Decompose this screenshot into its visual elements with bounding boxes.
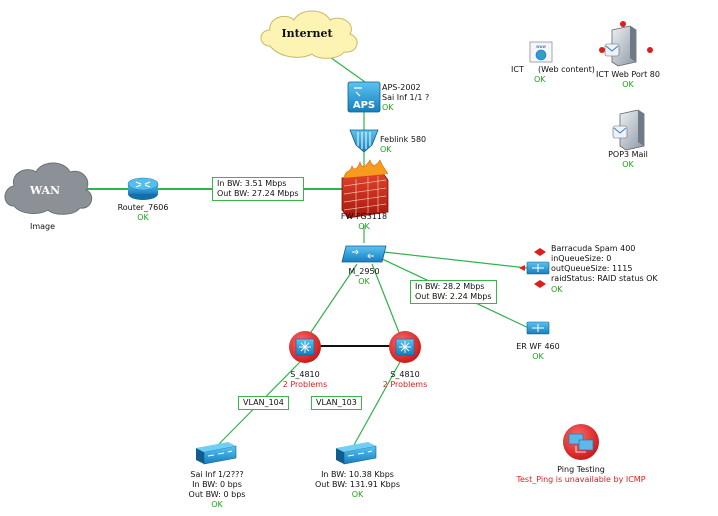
ict-web-icon[interactable]: www	[529, 41, 553, 63]
feblink-name: Feblink 580	[380, 135, 427, 144]
wan-label: WAN	[29, 184, 60, 197]
link-router-fw-in: In BW: 3.51 Mbps	[217, 179, 287, 188]
router-icon[interactable]	[127, 177, 159, 200]
switch-m-status: OK	[358, 277, 370, 286]
firewall-name: FW FG3118	[340, 212, 388, 221]
erwf-name: ER WF 460	[516, 342, 560, 351]
edge-switch-right-icon[interactable]	[336, 442, 377, 465]
router-name: Router_7606	[117, 203, 169, 212]
edge-left-iface: Sai Inf 1/2???	[190, 470, 244, 479]
switch-m-node-label: M_2950 OK	[334, 267, 394, 287]
erwf-device-icon[interactable]	[526, 321, 550, 335]
link-router-fw-out: Out BW: 27.24 Mbps	[217, 189, 299, 198]
internet-label: Internet	[281, 27, 333, 40]
aps-badge: APS	[353, 100, 375, 111]
vlan-right-label[interactable]: VLAN_103	[311, 396, 362, 410]
edge-right-status: OK	[351, 490, 364, 499]
ict-name: ICT	[511, 65, 524, 74]
edge-left-node-label: Sai Inf 1/2??? In BW: 0 bps Out BW: 0 bp…	[172, 470, 262, 510]
svg-text:www: www	[536, 44, 547, 49]
pop3-name: POP3 Mail	[608, 150, 648, 159]
router-status: OK	[137, 213, 149, 222]
wan-cloud-icon[interactable]	[4, 162, 93, 215]
edge-switch-left-icon[interactable]	[196, 442, 237, 465]
link-m-barracuda	[383, 251, 528, 269]
aps-status: OK	[382, 103, 394, 112]
s4810-right-name: S_4810	[390, 370, 420, 379]
edge-left-status: OK	[211, 500, 223, 509]
s4810-right-node-label: S_4810 2 Problems	[370, 370, 440, 390]
link-m-erwf-out: Out BW: 2.24 Mbps	[415, 292, 492, 301]
link-s4810r-edger	[353, 361, 401, 446]
aps-device-icon[interactable]	[347, 81, 381, 113]
erwf-status: OK	[532, 352, 544, 361]
barracuda-name: Barracuda Spam 400	[551, 244, 636, 253]
barracuda-raid: raidStatus: RAID status OK	[551, 274, 658, 283]
switch-m-name: M_2950	[348, 267, 380, 276]
firewall-node-label: FW FG3118 OK	[334, 212, 394, 232]
pop3-mail-server-icon[interactable]	[612, 109, 645, 151]
ict-web-node-label: ICT Web Port 80 OK	[590, 70, 666, 90]
ict-web-port-server-icon[interactable]	[599, 21, 653, 67]
feblink-status: OK	[380, 145, 392, 154]
pop3-node-label: POP3 Mail OK	[598, 150, 658, 170]
edge-left-out-bw: Out BW: 0 bps	[188, 490, 246, 499]
ict-web-status: OK	[622, 80, 634, 89]
router-node-label: Router_7606 OK	[113, 203, 173, 223]
s4810-left-node-label: S_4810 2 Problems	[270, 370, 340, 390]
barracuda-device-icon[interactable]	[519, 248, 550, 288]
barracuda-node-label: Barracuda Spam 400 inQueueSize: 0 outQue…	[551, 244, 658, 284]
edge-right-out-bw: Out BW: 131.91 Kbps	[314, 480, 401, 489]
wan-caption: Image	[30, 222, 56, 231]
switch-m2950-icon[interactable]	[341, 245, 387, 263]
barracuda-in-queue: inQueueSize: 0	[551, 254, 612, 263]
vlan-left-label[interactable]: VLAN_104	[238, 396, 289, 410]
ping-name: Ping Testing	[557, 465, 605, 474]
feblink-node-label: Feblink 580 OK	[380, 135, 426, 155]
s4810-right-problems[interactable]: 2 Problems	[382, 380, 428, 389]
s4810-left-icon[interactable]	[289, 331, 321, 363]
link-m-erwf-in: In BW: 28.2 Mbps	[415, 282, 485, 291]
ping-testing-icon[interactable]	[563, 424, 599, 460]
ping-node-label: Ping Testing Test_Ping is unavailable by…	[510, 465, 652, 485]
edge-right-node-label: In BW: 10.38 Kbps Out BW: 131.91 Kbps OK	[310, 470, 405, 500]
ping-message[interactable]: Test_Ping is unavailable by ICMP	[516, 475, 646, 484]
barracuda-out-queue: outQueueSize: 1115	[551, 264, 633, 273]
aps-node-label: APS-2002 Sai Inf 1/1 ? OK	[382, 83, 429, 113]
s4810-left-problems[interactable]: 2 Problems	[282, 380, 328, 389]
internet-cloud-icon[interactable]	[260, 10, 358, 59]
barracuda-status: OK	[551, 285, 563, 294]
feblink-device-icon[interactable]	[349, 129, 379, 153]
erwf-node-label: ER WF 460 OK	[508, 342, 568, 362]
link-m-erwf-label[interactable]: In BW: 28.2 Mbps Out BW: 2.24 Mbps	[410, 280, 497, 304]
ict-web-name: ICT Web Port 80	[596, 70, 660, 79]
firewall-status: OK	[358, 222, 370, 231]
edge-right-in-bw: In BW: 10.38 Kbps	[321, 470, 394, 479]
edge-left-in-bw: In BW: 0 bps	[192, 480, 242, 489]
pop3-status: OK	[622, 160, 634, 169]
link-m-s4810l	[308, 263, 358, 336]
firewall-icon[interactable]	[341, 159, 389, 219]
aps-name: APS-2002	[382, 83, 421, 92]
link-router-fw-label[interactable]: In BW: 3.51 Mbps Out BW: 27.24 Mbps	[212, 177, 304, 201]
aps-iface: Sai Inf 1/1 ?	[382, 93, 430, 102]
link-m-s4810r	[371, 263, 401, 336]
s4810-right-icon[interactable]	[389, 331, 421, 363]
ict-sub: (Web content)	[538, 65, 595, 74]
s4810-left-name: S_4810	[290, 370, 320, 379]
ict-status: OK	[534, 75, 546, 84]
